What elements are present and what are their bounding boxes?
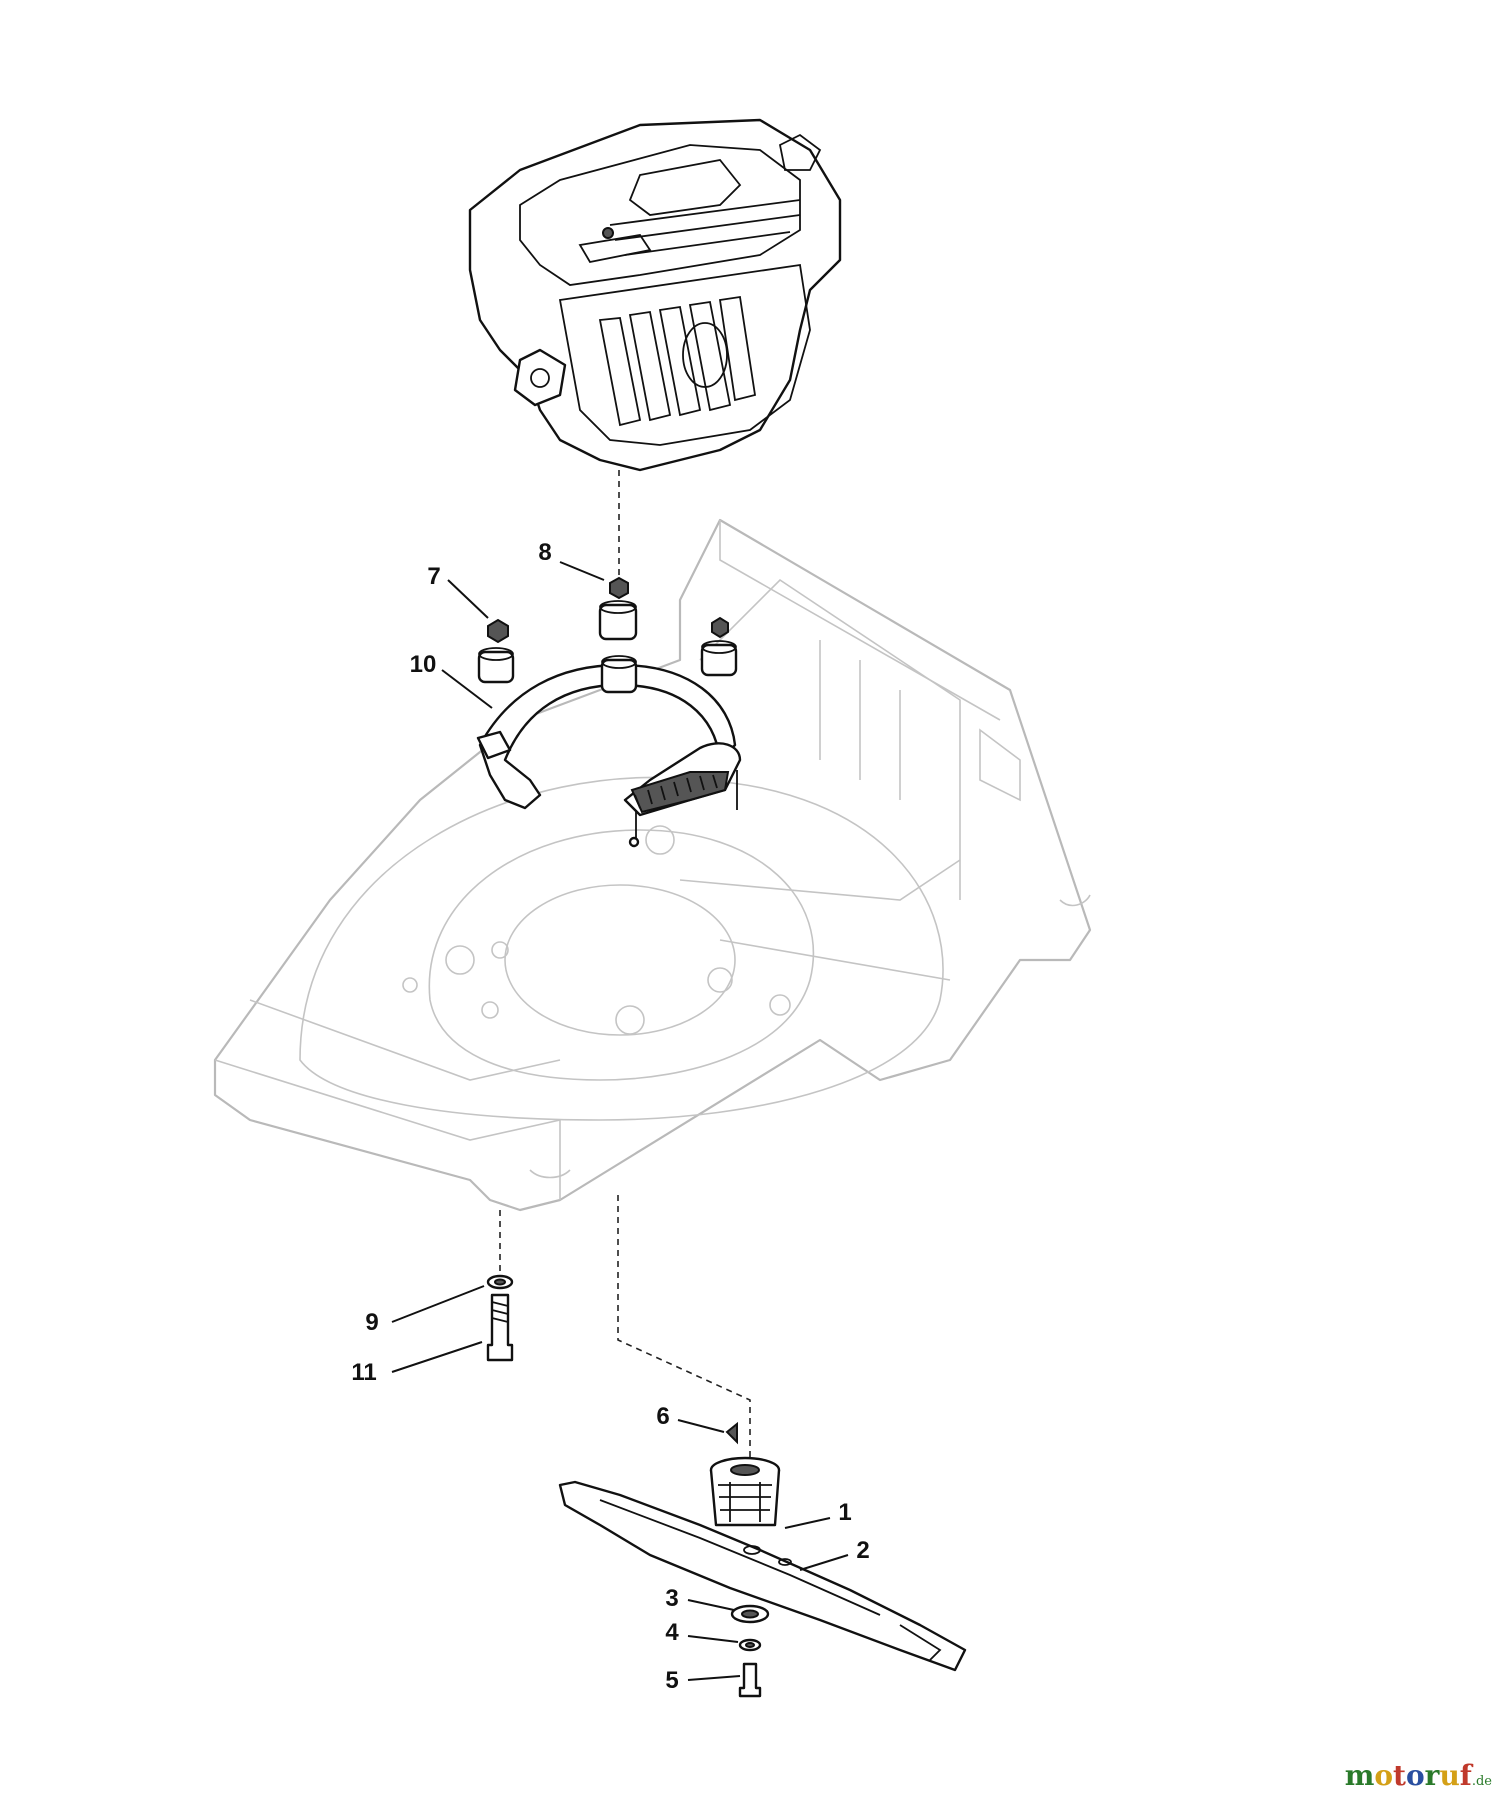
engine	[468, 118, 842, 472]
blade-adapter-1	[709, 1456, 781, 1527]
lock-washer-4	[738, 1638, 762, 1652]
bolt-11	[486, 1293, 514, 1362]
callout-1: 1	[838, 1499, 851, 1526]
watermark-logo: motoruf.de	[1345, 1759, 1492, 1792]
nut-right	[711, 616, 729, 639]
callout-6: 6	[656, 1403, 669, 1430]
spacer-center	[598, 600, 638, 641]
mounting-ring	[476, 655, 742, 848]
watermark-letter: m	[1344, 1759, 1375, 1792]
blade-2	[558, 1480, 967, 1672]
watermark-letter: u	[1439, 1759, 1460, 1792]
callout-4: 4	[665, 1619, 679, 1646]
spacer-right	[700, 640, 738, 677]
washer-3	[730, 1604, 770, 1624]
callout-2: 2	[856, 1537, 869, 1564]
callout-8: 8	[538, 539, 551, 566]
watermark-letter: f	[1459, 1759, 1472, 1792]
nut-8	[609, 576, 629, 600]
callout-10: 10	[410, 651, 437, 678]
mower-deck	[213, 518, 1092, 1212]
callout-7: 7	[427, 563, 440, 590]
callout-labels: 1 2 3 4 5 6 7 8 9 10 11	[351, 539, 869, 1694]
watermark-tld: .de	[1471, 1774, 1492, 1789]
key-6	[725, 1421, 738, 1445]
washer-9	[486, 1274, 514, 1290]
leader-lines	[391, 561, 849, 1681]
watermark-letter: r	[1424, 1759, 1440, 1792]
watermark-letter: t	[1393, 1759, 1406, 1792]
callout-9: 9	[365, 1309, 378, 1336]
callout-5: 5	[665, 1667, 678, 1694]
watermark-letter: o	[1374, 1759, 1394, 1792]
callout-11: 11	[351, 1359, 376, 1386]
callout-3: 3	[665, 1585, 678, 1612]
nut-7	[487, 618, 509, 644]
watermark-letter: o	[1405, 1759, 1425, 1792]
assembly-lines	[499, 470, 751, 1458]
bolt-5	[738, 1662, 762, 1698]
spacer-left	[477, 647, 515, 684]
watermark-text: motoruf	[1345, 1759, 1472, 1792]
